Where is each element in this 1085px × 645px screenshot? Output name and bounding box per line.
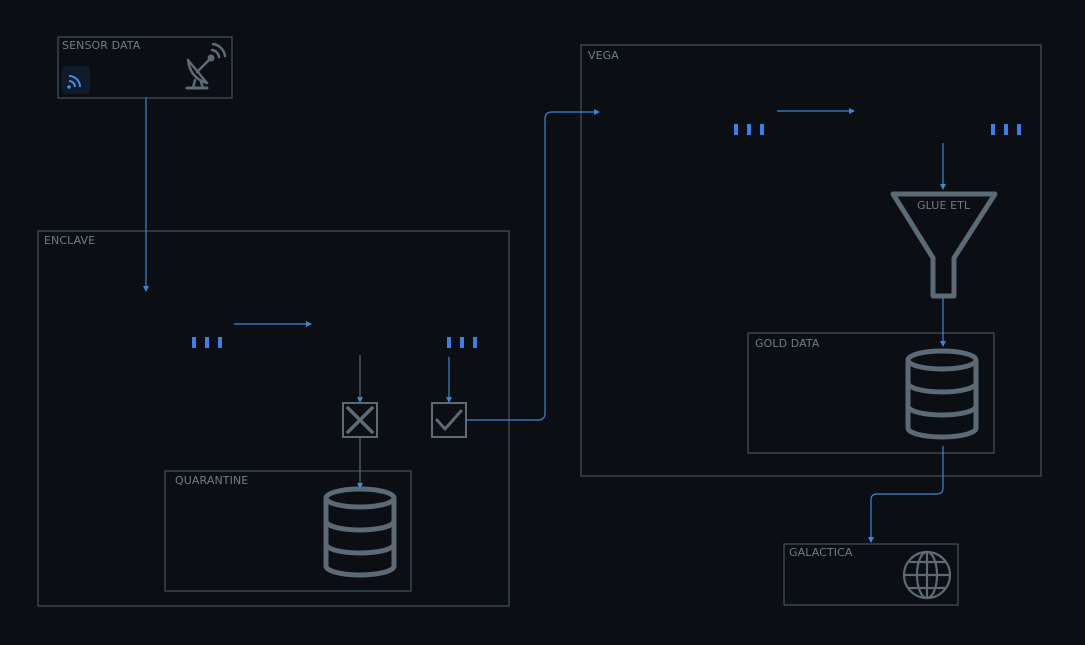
accept-check-icon — [431, 402, 467, 438]
dots-icon — [192, 337, 222, 348]
gold-data-box — [747, 332, 995, 454]
galactica-box — [783, 543, 959, 606]
globe-icon — [902, 550, 952, 600]
database-icon — [905, 348, 979, 440]
wifi-icon — [62, 66, 90, 94]
vega-box — [580, 44, 1042, 477]
quarantine-label: QUARANTINE — [175, 474, 249, 487]
glue-etl-label: GLUE ETL — [917, 199, 971, 212]
arrow-accept-to-vega — [466, 109, 600, 421]
satellite-dish-icon — [185, 42, 227, 90]
arrow-gold-to-galactica — [868, 446, 944, 543]
dots-icon — [991, 124, 1021, 135]
sensor-data-box — [57, 36, 233, 99]
dots-icon — [734, 124, 764, 135]
database-icon — [323, 486, 397, 578]
gold-data-label: GOLD DATA — [755, 337, 820, 350]
reject-x-icon — [342, 402, 378, 438]
vega-label: VEGA — [588, 49, 619, 62]
sensor-data-label: SENSOR DATA — [62, 39, 141, 52]
enclave-box — [37, 230, 510, 607]
enclave-label: ENCLAVE — [44, 234, 96, 247]
galactica-label: GALACTICA — [789, 546, 853, 559]
dots-icon — [447, 337, 477, 348]
quarantine-box — [164, 470, 412, 592]
funnel-icon — [890, 191, 998, 299]
